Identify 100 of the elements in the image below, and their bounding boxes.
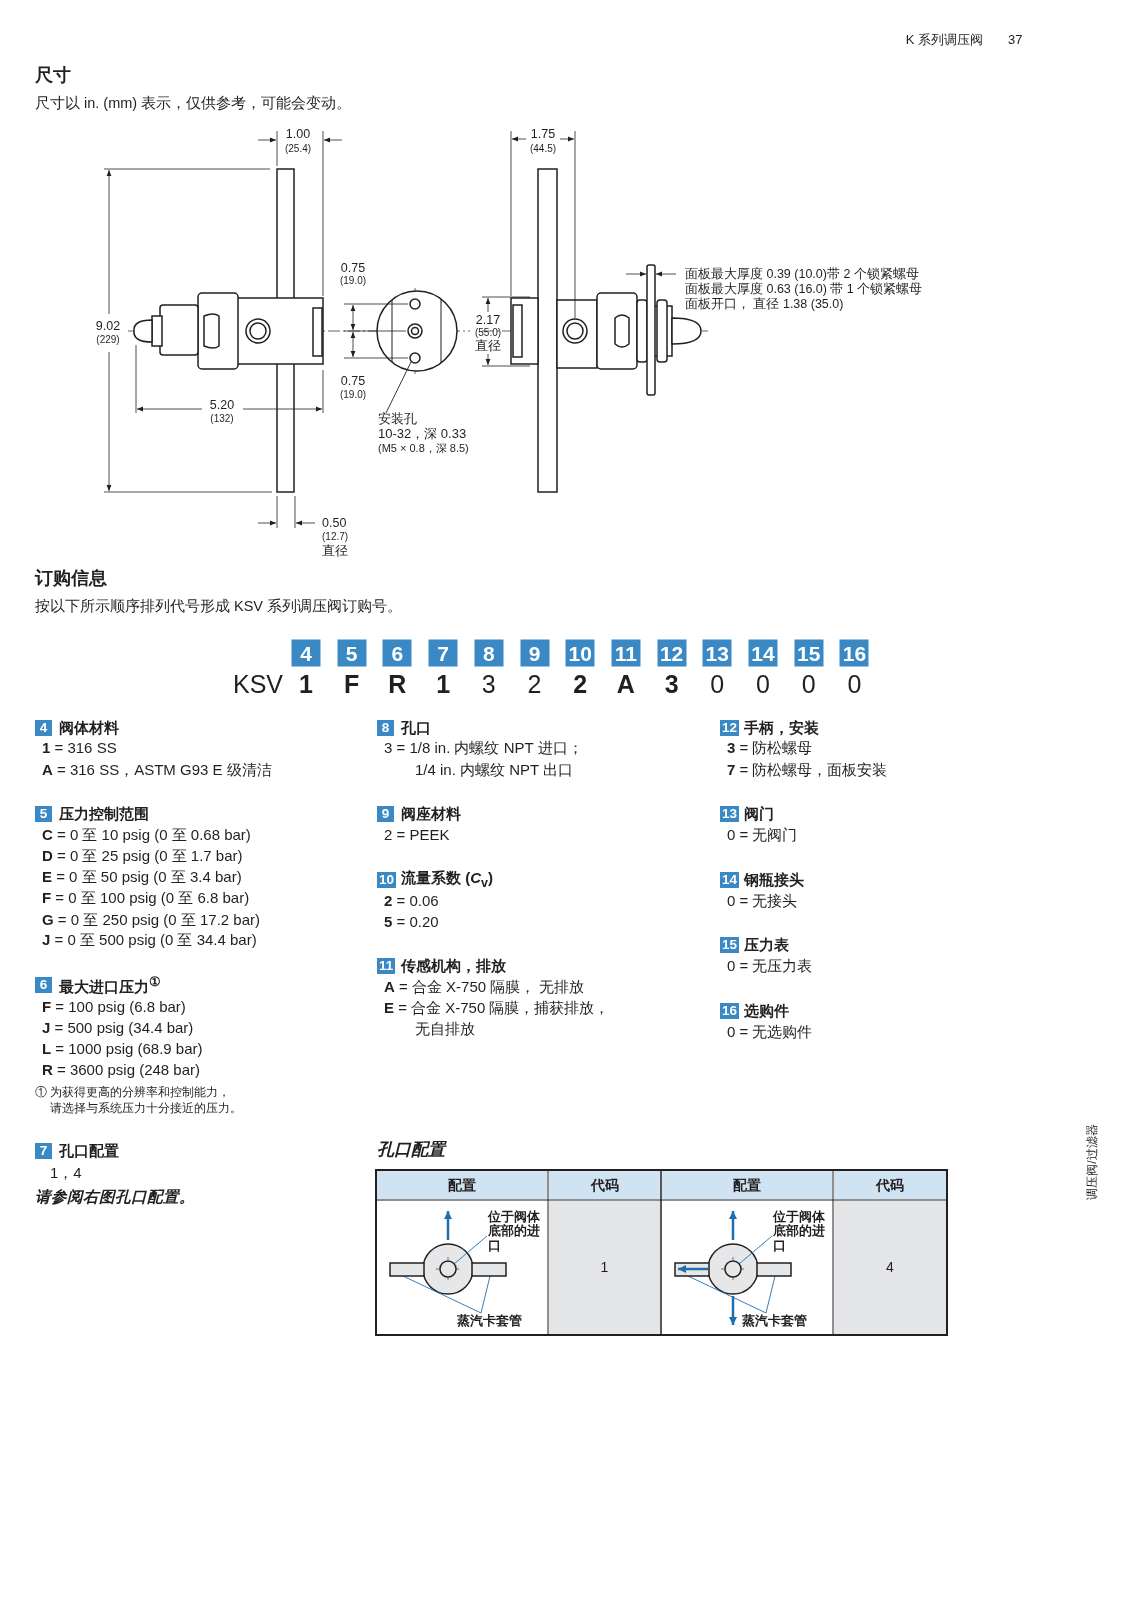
panel-note: 面板最大厚度 0.39 (10.0)带 2 个锁紧螺母 [685, 266, 919, 282]
section-heading: 阀门 [744, 805, 774, 823]
option-line: 0 = 无阀门 [727, 826, 798, 844]
option-line: 3 = 防松螺母 [727, 739, 813, 757]
section-heading: 阀座材料 [401, 805, 461, 823]
dimension-value: (19.0) [339, 389, 367, 401]
option-line: J = 0 至 500 psig (0 至 34.4 bar) [42, 931, 257, 949]
position-badge: 6 [382, 639, 412, 667]
position-badge: 9 [377, 806, 394, 822]
position-badge: 6 [35, 977, 52, 993]
option-line: R = 3600 psig (248 bar) [42, 1061, 201, 1079]
dimension-value: (132) [210, 413, 234, 425]
tube-stub [389, 1262, 425, 1277]
mounting-hole [409, 352, 421, 364]
tube-stub [756, 1262, 792, 1277]
panel-note: 面板最大厚度 0.63 (16.0) 带 1 个锁紧螺母 [685, 281, 923, 297]
option-line: A = 316 SS，ASTM G93 E 级清洁 [42, 761, 272, 779]
page-header: K 系列调压阀 [905, 32, 983, 48]
inlet-port [439, 1260, 457, 1278]
section-heading: 孔口 [401, 719, 431, 737]
position-badge: 14 [720, 872, 740, 888]
option-line: 3 = 1/8 in. 内螺纹 NPT 进口； [384, 739, 583, 757]
option-line: 2 = PEEK [384, 826, 450, 844]
intro-text: 按以下所示顺序排列代号形成 KSV 系列调压阀订购号。 [35, 597, 403, 615]
intro-text: 尺寸以 in. (mm) 表示，仅供参考，可能会变动。 [35, 94, 352, 112]
dimension-value: 0.50 [322, 515, 347, 531]
header-cell: 配置 [662, 1171, 832, 1199]
option-line: 7 = 防松螺母，面板安装 [727, 761, 888, 779]
code-letter: 1 [299, 669, 313, 699]
position-badge: 15 [720, 937, 740, 953]
position-badge: 7 [35, 1143, 52, 1159]
position-badge: 5 [35, 806, 52, 822]
dimension-value: (44.5) [529, 143, 557, 155]
option-line: D = 0 至 25 psig (0 至 1.7 bar) [42, 847, 243, 865]
dimension-value: 9.02 [95, 318, 121, 334]
dimension-value: 1.00 [285, 126, 311, 142]
code-letter: KSV [233, 669, 283, 699]
section-heading: 钢瓶接头 [744, 871, 804, 889]
section-heading: 传感机构，排放 [401, 957, 506, 975]
option-line: 1/4 in. 内螺纹 NPT 出口 [415, 761, 574, 779]
position-badge: 10 [377, 872, 397, 888]
section-heading: 流量系数 (C$_{v}$) [401, 869, 493, 891]
position-badge: 16 [839, 639, 869, 667]
position-badge: 7 [428, 639, 458, 667]
position-badge: 4 [291, 639, 321, 667]
option-line: E = 合金 X-750 隔膜，捕获排放， [384, 999, 610, 1017]
code-letter: 1 [436, 669, 451, 699]
code-letter: 2 [527, 669, 542, 699]
callout-text: 位于阀体底部的进口 [773, 1210, 825, 1254]
option-line: J = 500 psig (34.4 bar) [42, 1019, 194, 1037]
header-cell: 配置 [377, 1171, 547, 1199]
option-line: 2 = 0.06 [384, 892, 439, 910]
position-badge: 5 [337, 639, 367, 667]
position-badge: 16 [720, 1003, 740, 1019]
code-letter: 3 [481, 669, 496, 699]
position-badge: 9 [520, 639, 549, 667]
code-letter: 0 [756, 669, 770, 699]
leader-line [687, 1275, 767, 1314]
dimension-value: 0.75 [340, 260, 366, 276]
dimension-value: (229) [96, 334, 120, 346]
option-line: A = 合金 X-750 隔膜， 无排放 [384, 978, 585, 996]
tube-stub [471, 1262, 507, 1277]
header-cell: 代码 [549, 1171, 660, 1199]
leader-line [385, 361, 412, 414]
option-line: E = 0 至 50 psig (0 至 3.4 bar) [42, 868, 242, 886]
leader-line [738, 1235, 773, 1265]
dimension-value: 5.20 [209, 397, 235, 413]
callout-text: 10-32，深 0.33 [378, 426, 468, 442]
position-badge: 11 [377, 958, 396, 974]
position-badge: 13 [720, 806, 740, 822]
option-line: F = 100 psig (6.8 bar) [42, 998, 186, 1016]
note-text: 请参阅右图孔口配置。 [35, 1188, 195, 1206]
callout-text: 蒸汽卡套管 [741, 1314, 807, 1329]
code-cell: 4 [834, 1201, 946, 1334]
leader-line [453, 1235, 488, 1265]
page-number: 37 [1008, 32, 1023, 48]
section-heading: 压力控制范围 [59, 805, 149, 823]
footnote-text: 请选择与系统压力十分接近的压力。 [50, 1102, 242, 1116]
leader-line [480, 1275, 491, 1314]
code-letter: 2 [573, 669, 588, 699]
position-badge: 12 [657, 639, 687, 667]
option-line: 1，4 [50, 1164, 82, 1182]
option-line: 5 = 0.20 [384, 913, 439, 931]
option-line: F = 0 至 100 psig (0 至 6.8 bar) [42, 889, 250, 907]
code-letter: A [616, 669, 635, 699]
position-badge: 15 [794, 639, 824, 667]
section-heading: 孔口配置 [59, 1142, 119, 1160]
panel-note: 面板开口， 直径 1.38 (35.0) [685, 296, 844, 312]
option-line: 无自排放 [415, 1020, 475, 1038]
option-line: 0 = 无压力表 [727, 957, 813, 975]
section-heading: 阀体材料 [59, 719, 119, 737]
footnote-text: ① 为获得更高的分辨率和控制能力， [35, 1086, 231, 1100]
code-letter: R [388, 669, 407, 699]
position-badge: 8 [377, 720, 394, 736]
position-badge: 8 [474, 639, 504, 667]
section-heading: 最大进口压力$^{①}$ [59, 974, 161, 996]
dimension-value: 1.75 [530, 126, 556, 142]
callout-text: 蒸汽卡套管 [456, 1314, 522, 1329]
code-letter: F [344, 669, 360, 699]
header-cell: 代码 [834, 1171, 946, 1199]
